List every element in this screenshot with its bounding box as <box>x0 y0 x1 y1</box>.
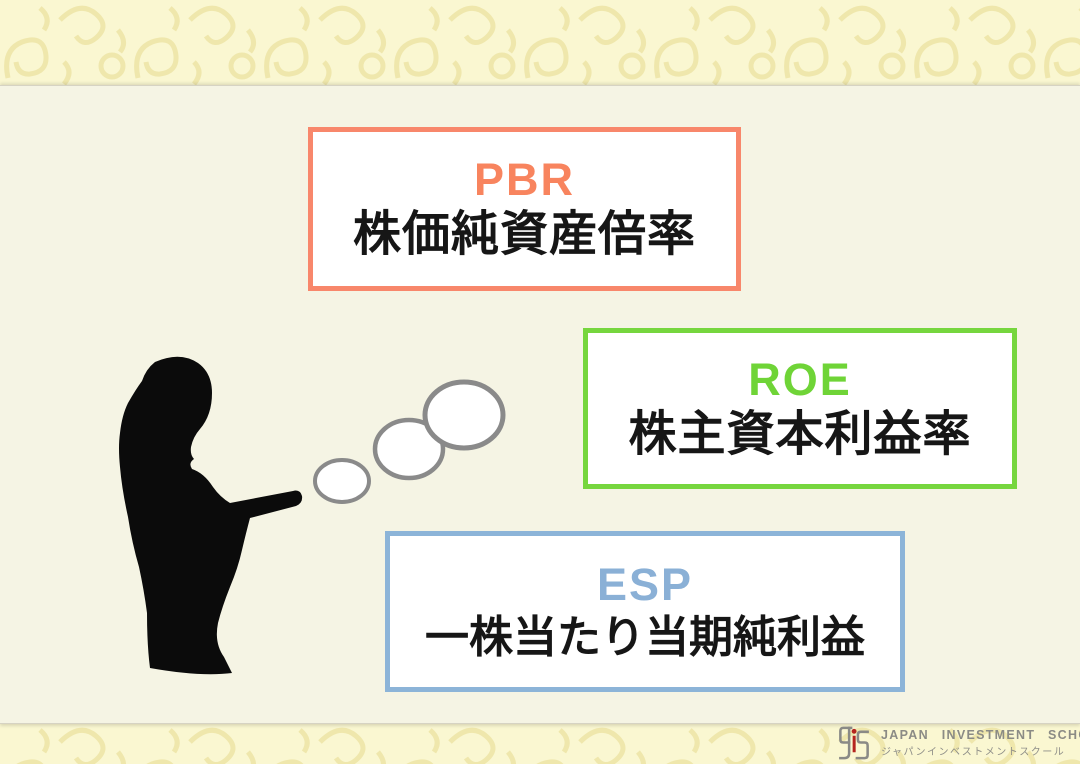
term-card-roe: ROE 株主資本利益率 <box>583 328 1017 489</box>
term-abbr-pbr: PBR <box>473 154 575 206</box>
term-abbr-roe: ROE <box>748 353 852 405</box>
thought-bubble-small <box>313 458 371 504</box>
thinking-person-illustration <box>110 355 510 705</box>
decorative-damask-band-top <box>0 0 1080 85</box>
term-name-esp: 一株当たり当期純利益 <box>425 612 865 662</box>
term-card-esp: ESP 一株当たり当期純利益 <box>385 531 905 692</box>
term-card-pbr: PBR 株価純資産倍率 <box>308 127 741 291</box>
logo-text-ja: ジャパンインベストメントスクール <box>881 747 1066 758</box>
decorative-damask-band-bottom <box>0 722 1080 764</box>
term-abbr-esp: ESP <box>596 558 694 610</box>
term-name-roe: 株主資本利益率 <box>628 407 972 461</box>
jis-logo-mark-icon <box>839 726 869 759</box>
jis-logo: JAPAN INVESTMENT SCHOOL ジャパンインベストメントスクール <box>836 722 1080 764</box>
term-name-pbr: 株価純資産倍率 <box>352 208 696 262</box>
thought-bubble-large <box>422 379 506 451</box>
thought-bubble-medium <box>372 417 446 481</box>
person-silhouette-icon <box>119 356 303 675</box>
logo-text-en: JAPAN INVESTMENT SCHOOL <box>881 728 1080 742</box>
